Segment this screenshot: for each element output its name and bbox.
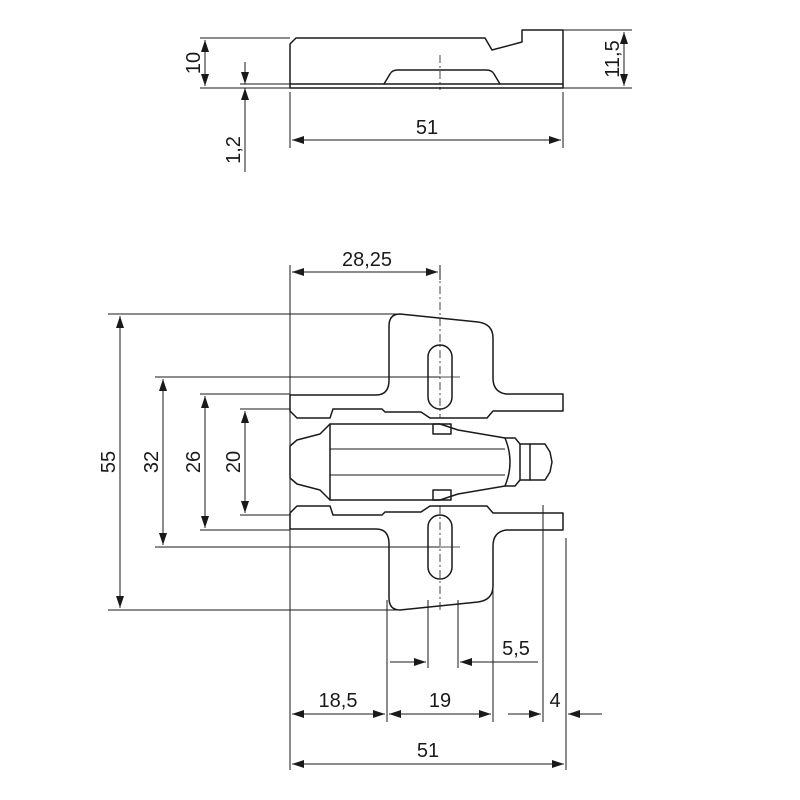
- dimension-thickness-label: 10: [183, 52, 205, 74]
- dimension-total-height-label: 55: [98, 451, 120, 473]
- side-view-raised-boss: [383, 69, 501, 85]
- dimension-height-label: 11,5: [602, 40, 624, 77]
- dimension-center-width-label: 19: [429, 690, 451, 712]
- top-view-pin-lower: [432, 489, 452, 501]
- dimension-left-offset-label: 18,5: [319, 690, 358, 712]
- top-view-clip-tip: [504, 437, 511, 487]
- dimension-total-width-label: 51: [417, 740, 439, 762]
- top-view-plate-outline: [289, 313, 564, 419]
- top-view-pin-upper: [432, 423, 452, 435]
- dimension-width-label: 51: [416, 117, 438, 139]
- dimension-inner-spacing-label: 20: [223, 451, 245, 473]
- top-view: 28,25 55 32 26 20 5,5 18,5 19 4 51: [98, 249, 602, 770]
- top-view-clip-notch: [519, 443, 531, 481]
- side-view-plate-outline: [289, 29, 564, 89]
- dimension-plate-label: 1,2: [223, 136, 245, 164]
- dimension-slot-offset-label: 28,25: [342, 249, 392, 271]
- dimension-edge-offset-label: 4: [549, 690, 560, 712]
- dimension-mid-spacing-label: 26: [183, 451, 205, 473]
- dimension-outer-spacing-label: 32: [141, 451, 163, 473]
- side-view: 10 1,2 11,5 51: [183, 29, 632, 172]
- dimension-slot-spacing-label: 5,5: [502, 638, 530, 660]
- top-view-plate-outline-lower: [289, 505, 564, 611]
- top-view-inner-arm: [289, 423, 553, 501]
